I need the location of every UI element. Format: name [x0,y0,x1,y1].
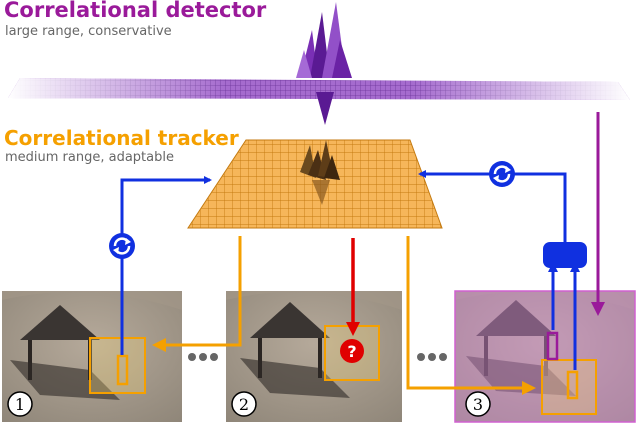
frame-number-3: 3 [465,391,491,417]
gazebo [240,302,350,398]
fusion-block [543,242,587,268]
svg-text:1: 1 [15,395,25,414]
frame-number-1: 1 [7,391,33,417]
update-cycle-icon-left [109,233,135,259]
ellipsis-1 [188,353,218,361]
detector-title: Correlational detector [4,0,267,22]
detector-peak [296,2,352,125]
update-cycle-icon-right [489,161,515,187]
frame-number-2: 2 [231,391,257,417]
model-update-arrows [120,170,577,370]
tracker-output-arrows [152,236,536,395]
detector-subtitle: large range, conservative [5,24,172,39]
svg-text:2: 2 [239,395,249,414]
gazebo [466,300,576,396]
tracker-title: Correlational tracker [4,126,239,150]
unknown-target-marker: ? [340,339,364,363]
ellipsis-2 [417,353,447,361]
tracker-peak [300,140,340,205]
detector-response-surface [8,2,630,125]
svg-text:3: 3 [473,395,483,414]
svg-text:?: ? [347,342,356,361]
tracker-subtitle: medium range, adaptable [5,150,174,165]
tracker-response-surface [187,139,443,229]
